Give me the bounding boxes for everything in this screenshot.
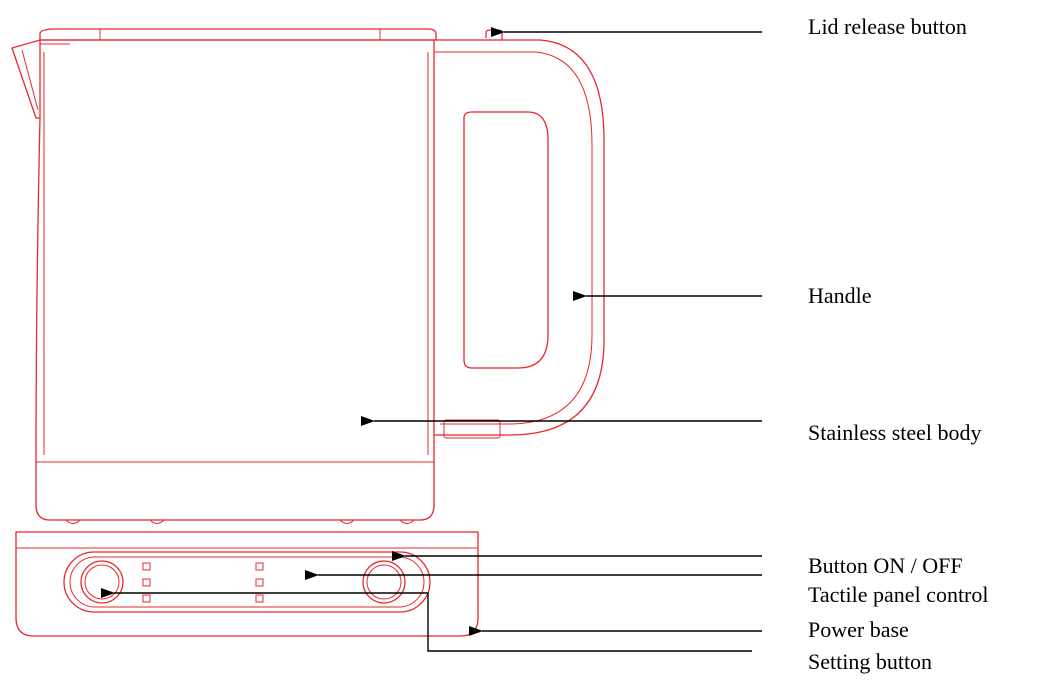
label-lid-release-button: Lid release button	[808, 14, 967, 39]
kettle-spout	[11, 39, 41, 119]
label-button-on-off: Button ON / OFF	[808, 553, 963, 578]
kettle-main-body	[35, 39, 435, 521]
setting-button-circle	[80, 560, 124, 604]
on-off-button-circle	[362, 560, 406, 604]
leader-lines	[101, 27, 762, 652]
kettle-handle	[434, 39, 605, 439]
label-power-base: Power base	[808, 617, 909, 642]
label-stainless-steel-body: Stainless steel body	[808, 420, 982, 445]
label-setting-button: Setting button	[808, 649, 933, 674]
leader-setting	[101, 588, 752, 652]
label-tactile-panel-control: Tactile panel control	[808, 582, 989, 607]
kettle-body	[11, 28, 437, 524]
lid-release-button-shape	[485, 29, 503, 40]
label-handle: Handle	[808, 283, 872, 308]
power-base	[15, 531, 479, 637]
tactile-panel-shape	[63, 551, 431, 613]
kettle-lid	[39, 28, 437, 41]
